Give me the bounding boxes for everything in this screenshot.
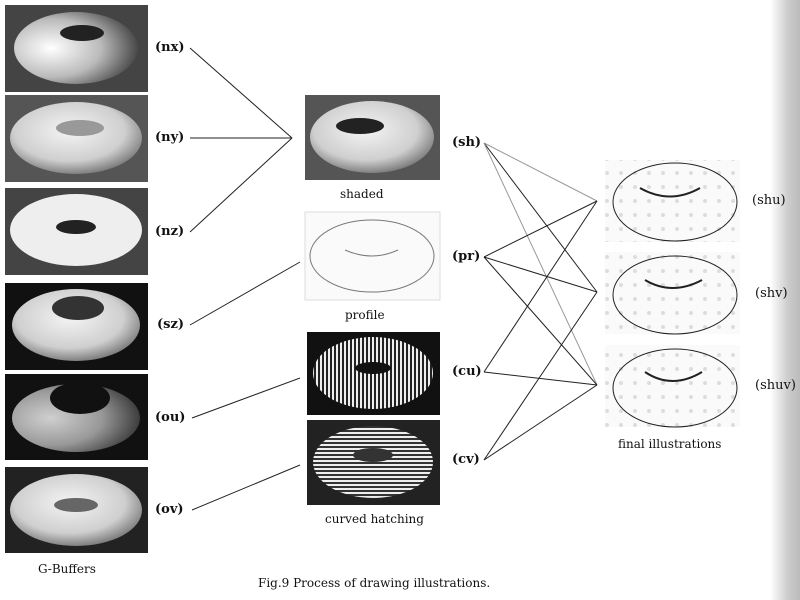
shaded-caption: shaded	[340, 187, 384, 201]
finals-caption: final illustrations	[618, 437, 722, 451]
line-cv-shv	[483, 291, 598, 461]
gbuffer-ny-image	[5, 95, 148, 182]
final-shuv-image	[605, 345, 740, 428]
profile-image	[304, 211, 441, 301]
line-sh-shuv	[483, 142, 598, 386]
gbuffer-ou-image	[5, 374, 148, 460]
label-shv: (shv)	[755, 286, 788, 301]
line-pr-shuv	[483, 256, 598, 386]
label-cv: (cv)	[452, 452, 480, 467]
gbuffers-caption: G-Buffers	[38, 562, 96, 576]
label-ov: (ov)	[155, 502, 184, 517]
line-cv-shuv	[483, 384, 598, 461]
label-cu: (cu)	[452, 364, 482, 379]
label-shu: (shu)	[752, 193, 786, 208]
line-cu-shuv	[483, 371, 598, 386]
label-ou: (ou)	[155, 410, 186, 425]
label-sz: (sz)	[157, 317, 185, 332]
hatching-u-image	[307, 332, 440, 415]
label-sh: (sh)	[452, 135, 482, 150]
gbuffer-nz-image	[5, 188, 148, 275]
line-nx-shaded	[189, 47, 293, 139]
line-nz-shaded	[189, 137, 293, 233]
line-ov-hatching	[191, 464, 301, 511]
label-nz: (nz)	[155, 224, 185, 239]
label-pr: (pr)	[452, 249, 481, 264]
hatching-caption: curved hatching	[325, 512, 424, 526]
label-ny: (ny)	[155, 130, 185, 145]
gbuffer-panels	[5, 5, 148, 553]
line-sh-shv	[483, 142, 598, 293]
shaded-image	[305, 95, 440, 180]
line-pr-shu	[483, 200, 598, 258]
final-shu-image	[605, 160, 740, 242]
label-nx: (nx)	[155, 40, 185, 55]
gbuffer-nx-image	[5, 5, 148, 92]
line-ou-hatching	[191, 377, 301, 419]
gbuffer-ov-image	[5, 467, 148, 553]
line-sh-shu	[483, 142, 598, 202]
hatching-v-image	[307, 420, 440, 505]
final-shv-image	[605, 252, 740, 335]
figure-caption: Fig.9 Process of drawing illustrations.	[258, 576, 491, 590]
line-pr-shv	[483, 256, 598, 293]
gbuffer-sz-image	[5, 283, 148, 370]
label-shuv: (shuv)	[755, 378, 796, 393]
profile-caption: profile	[345, 308, 385, 322]
line-cu-shu	[483, 200, 598, 373]
line-sz-profile	[189, 261, 301, 326]
scan-edge-shadow	[770, 0, 800, 600]
